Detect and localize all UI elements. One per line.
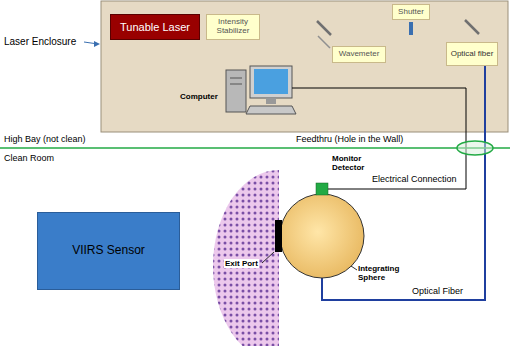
electrical-wire	[292, 88, 466, 189]
mirror	[465, 20, 479, 34]
leader-line	[351, 266, 357, 270]
feedthru-hole	[457, 141, 493, 155]
wavemeter-box: Wavemeter	[332, 46, 386, 63]
shutter-box: Shutter	[392, 4, 430, 20]
fiber-box: Optical fiber	[446, 42, 498, 66]
node-text: Shutter	[398, 8, 424, 17]
node-text: Wavemeter	[339, 50, 380, 59]
leader-line	[262, 252, 274, 263]
shutter-blade	[409, 22, 413, 35]
node-text: Tunable Laser	[120, 21, 190, 33]
area-label: High Bay (not clean)	[4, 134, 86, 144]
computer-tower	[226, 70, 246, 112]
sphere-label: Integrating Sphere	[358, 264, 406, 282]
node-text: Intensity Stabilizer	[209, 18, 257, 36]
area-label: Clean Room	[4, 153, 54, 163]
computer-label: Computer	[180, 92, 218, 101]
stabilizer-box: Intensity Stabilizer	[206, 14, 260, 40]
node-text: VIIRS Sensor	[72, 244, 145, 257]
laser-enclosure	[101, 1, 508, 132]
mirror	[318, 36, 330, 48]
mirror	[317, 21, 331, 35]
drive-slot	[230, 84, 242, 85]
monitor-detector	[316, 183, 328, 195]
wire-label: Electrical Connection	[372, 174, 457, 184]
port-label: Exit Port	[224, 259, 259, 268]
monitor-screen	[254, 69, 288, 94]
illumination-field	[213, 170, 279, 346]
computer-monitor	[250, 66, 292, 98]
fiber-label: Optical Fiber	[412, 286, 463, 296]
wall-line	[0, 147, 510, 149]
exit-port	[275, 220, 282, 252]
monitor-stand	[266, 98, 276, 104]
drive-slot	[230, 78, 242, 79]
node-text: Optical fiber	[451, 50, 494, 59]
feedthru-label: Feedthru (Hole in the Wall)	[296, 134, 403, 144]
arrow-head	[94, 41, 100, 47]
integrating-sphere	[280, 194, 364, 278]
enclosure-label: Laser Enclosure	[4, 36, 76, 48]
detector-label: Monitor Detector	[332, 154, 372, 172]
laser-box: Tunable Laser	[110, 14, 200, 40]
sensor-box: VIIRS Sensor	[37, 212, 180, 290]
keyboard	[246, 106, 296, 114]
